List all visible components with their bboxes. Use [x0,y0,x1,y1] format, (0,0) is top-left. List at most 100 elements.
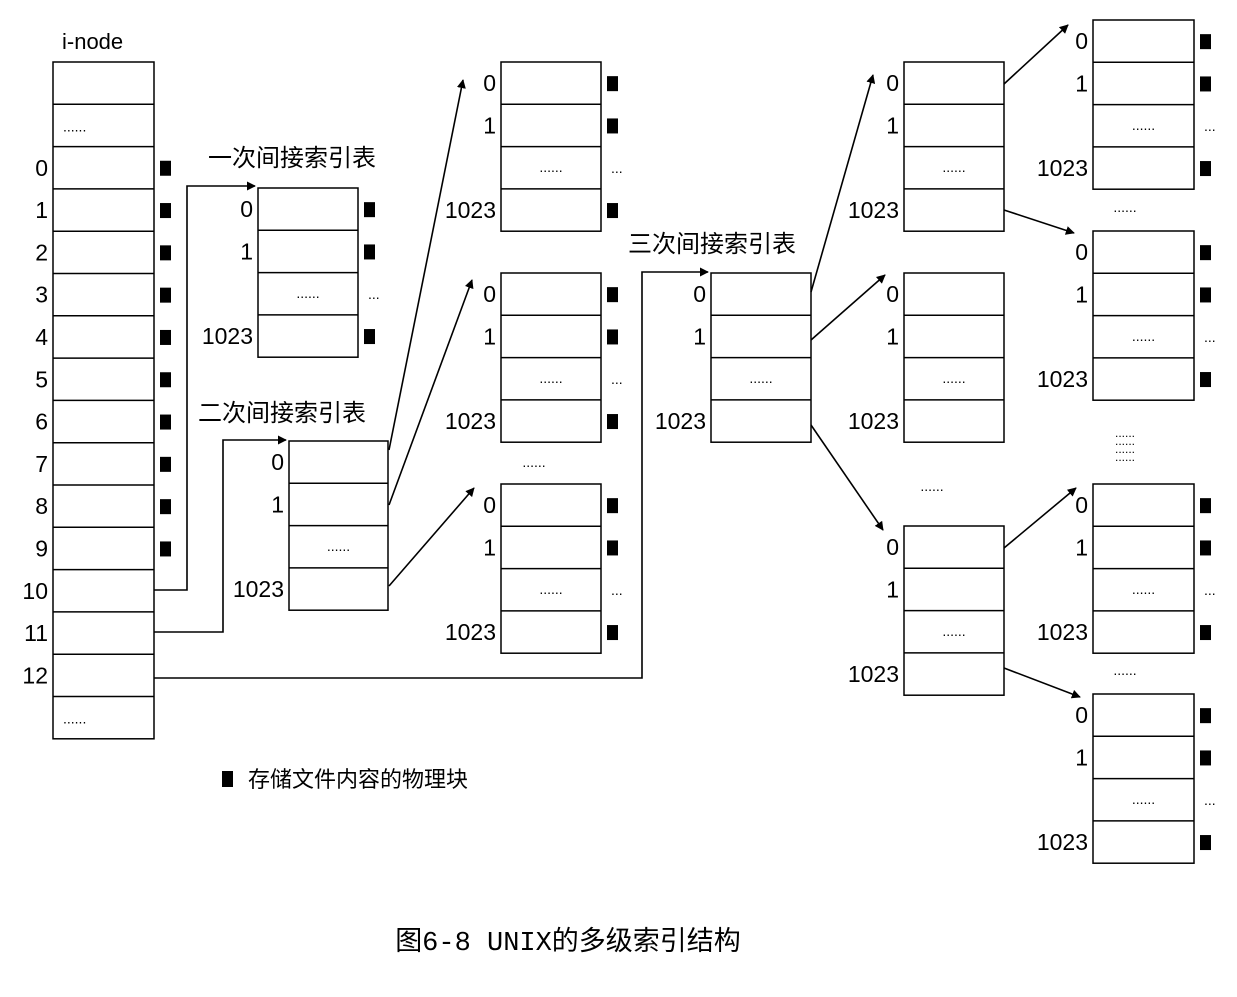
table-index-label: 1023 [848,661,899,687]
table-index-label: 0 [886,70,899,96]
table-index-label: 1 [483,534,496,560]
inode-index-label: 2 [35,239,48,265]
table-index-label: 0 [240,196,253,222]
table-index-label: 0 [1075,28,1088,54]
physical-block-marker [1200,245,1211,261]
table-row-dots: ...... [942,370,965,386]
table-row-dots: ...... [539,581,562,597]
table-index-label: 1023 [1037,619,1088,645]
triple-to-mid-3-arrow [810,424,884,531]
inode-title: i-node [62,29,123,54]
mid-3-to-leaf-4-arrow [1003,667,1081,699]
double-leaf-table-1: ......011023... [445,61,623,232]
table-index-label: 0 [483,492,496,518]
double-level-more-dots: ...... [522,454,545,470]
figure-caption: 图6-8 UNIX的多级索引结构 [395,926,741,959]
table-index-label: 0 [1075,702,1088,728]
double-leaf-table-2: ......011023... [445,272,623,443]
table-index-label: 1 [1075,70,1088,96]
inode-index-label: 4 [35,324,48,350]
triple-indirect-table-title: 三次间接索引表 [628,231,796,258]
direct-block-marker [160,456,171,472]
physical-block-marker [1200,161,1211,177]
table-index-label: 1023 [445,619,496,645]
physical-block-marker [1200,498,1211,514]
table-row-dots: ...... [1132,328,1155,344]
table-index-label: 0 [693,281,706,307]
inode-index-label: 12 [22,662,48,688]
table-row-dots: ...... [942,159,965,175]
triple-to-mid-2-arrow [810,274,886,341]
table-index-label: 1023 [1037,155,1088,181]
table-ellipsis: ... [1204,582,1216,598]
direct-block-marker [160,160,171,176]
table-index-label: 1 [271,491,284,517]
table-ellipsis: ... [611,582,623,598]
physical-block-marker [607,287,618,303]
physical-block-marker [607,203,618,219]
triple-leaf-vertical-dots: ...... [1115,450,1135,464]
physical-block-marker [1200,540,1211,556]
table-index-label: 0 [886,281,899,307]
table-row-dots: ...... [1132,117,1155,133]
physical-block-marker [1200,287,1211,303]
pointer-connectors [154,24,1081,699]
direct-block-marker [160,245,171,261]
inode-index-label: 6 [35,409,48,435]
triple-leaf-table-2: ......011023... [1037,230,1216,401]
single-indirect-table-title: 一次间接索引表 [208,145,376,172]
inode-10-to-single-indirect-arrow [154,181,256,591]
direct-block-marker [160,203,171,219]
physical-block-marker [1200,708,1211,724]
double-indirect-table-title: 二次间接索引表 [198,400,366,427]
physical-block-marker [1200,625,1211,641]
table-index-label: 1023 [445,408,496,434]
table-index-label: 1023 [202,323,253,349]
physical-block-marker [607,540,618,556]
physical-block-marker [364,244,375,260]
table-ellipsis: ... [1204,329,1216,345]
inode-index-label: 9 [35,535,48,561]
table-ellipsis: ... [1204,118,1216,134]
table-index-label: 0 [1075,239,1088,265]
table-row-dots: ...... [296,285,319,301]
double-to-leaf-3-arrow [388,487,475,587]
table-ellipsis: ... [611,160,623,176]
table-index-label: 1 [483,323,496,349]
table-row-dots: ...... [539,159,562,175]
legend-label: 存储文件内容的物理块 [248,767,468,792]
inode-index-label: 10 [22,578,48,604]
table-index-label: 1023 [233,576,284,602]
table-index-label: 1023 [445,197,496,223]
inode-index-label: 5 [35,366,48,392]
triple-leaf-gap-dots-1: ...... [1113,199,1136,215]
triple-leaf-table-4: ......011023... [1037,693,1216,864]
table-index-label: 1 [886,323,899,349]
physical-block-marker [1200,76,1211,92]
table-row-dots: ...... [539,370,562,386]
table-index-label: 1 [886,576,899,602]
table-row-dots: ...... [1132,581,1155,597]
table-index-label: 0 [886,534,899,560]
inode-index-label: 1 [35,197,48,223]
table-ellipsis: ... [611,371,623,387]
inode-index-label: 0 [35,155,48,181]
table-index-label: 0 [271,449,284,475]
physical-block-marker [607,498,618,514]
inode-bottom-dots: ...... [63,711,86,727]
triple-leaf-table-1: ...... 0 1 1023... [1037,19,1216,190]
mid-1-to-leaf-2-arrow [1003,209,1075,235]
table-index-label: 1023 [1037,366,1088,392]
table-index-label: 1 [240,238,253,264]
table-index-label: 1 [1075,744,1088,770]
triple-leaf-table-3: ......011023... [1037,483,1216,654]
physical-block-marker [607,76,618,92]
triple-leaf-vertical-dots: ...... [1115,434,1135,448]
physical-block-marker [364,202,375,218]
mid-3-to-leaf-3-arrow [1003,487,1077,549]
